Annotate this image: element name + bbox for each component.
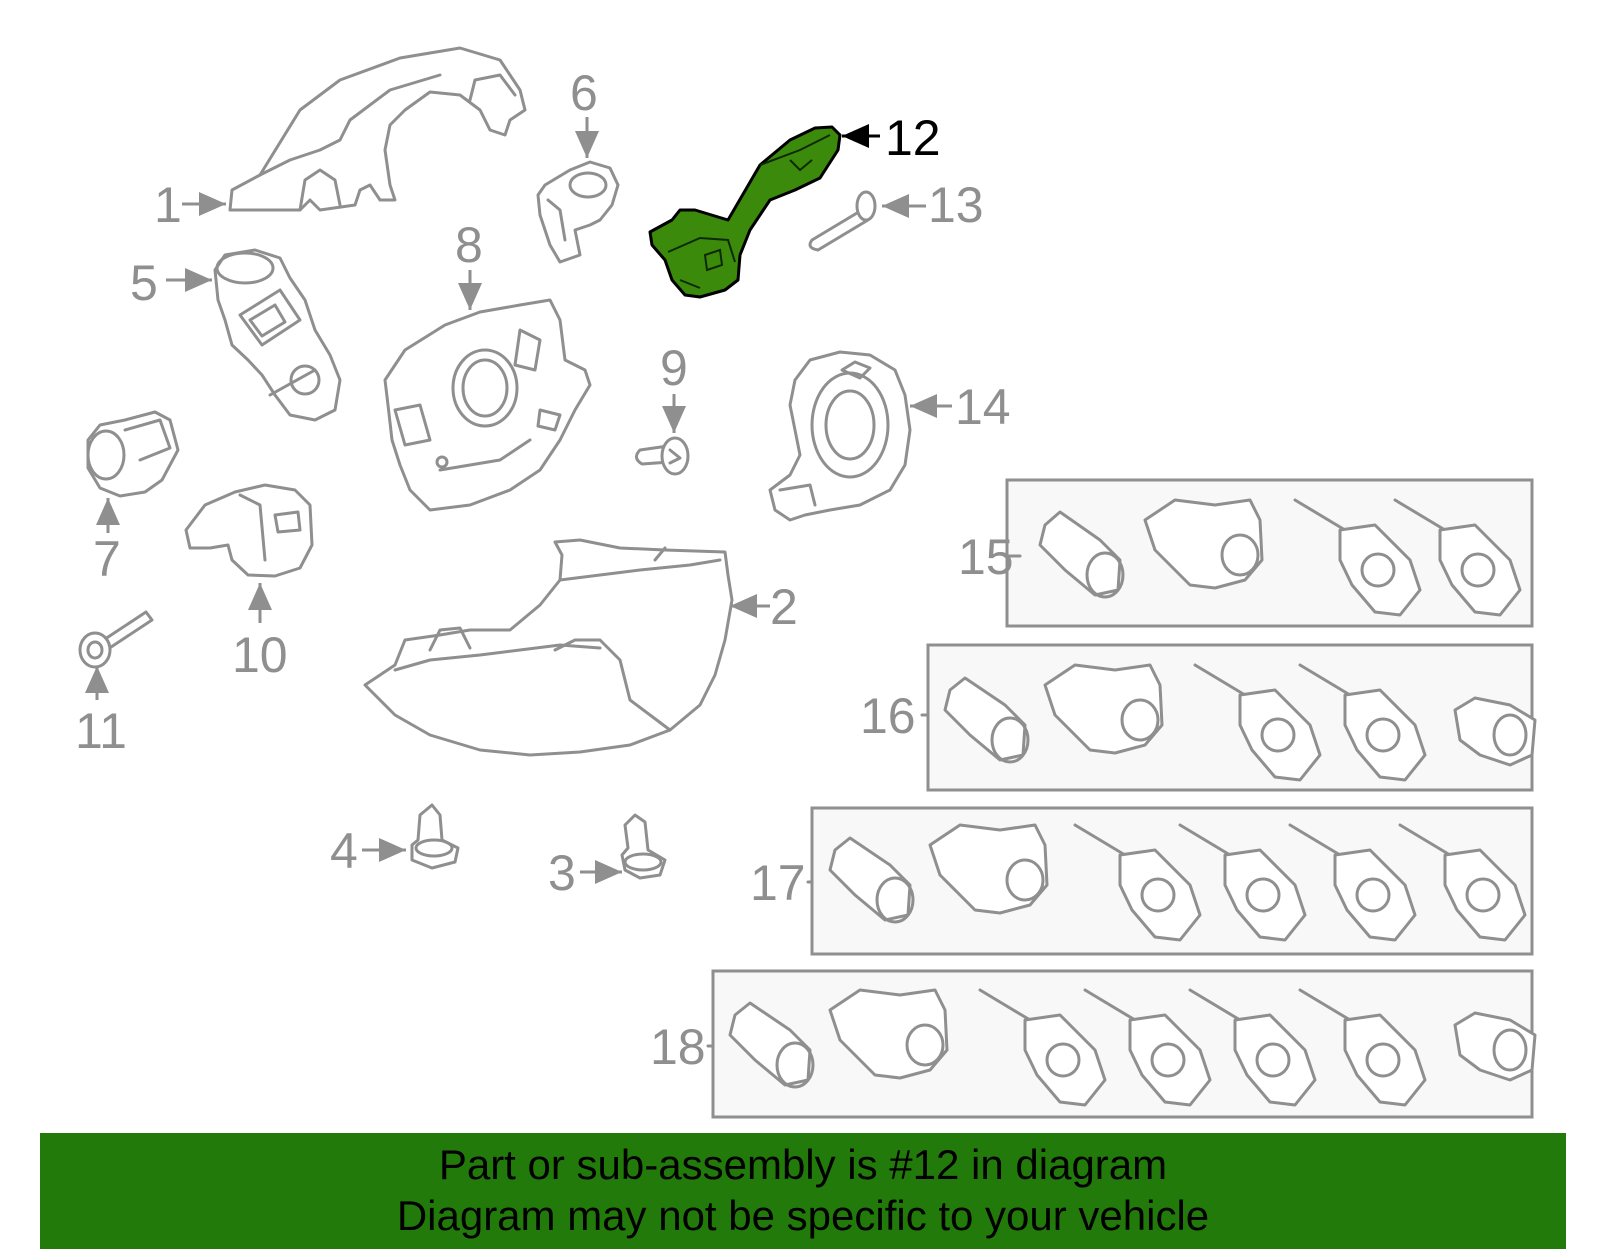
kit-16-transponder: [1453, 696, 1537, 767]
callout-9-label: 9: [660, 340, 688, 396]
kit-17-lock-housing: [928, 823, 1049, 915]
callout-3-label: 3: [548, 845, 576, 901]
kit-18-key-1: [978, 988, 1107, 1107]
kit-17-lock-set[interactable]: [810, 806, 1534, 956]
part-12-multifunction-switch[interactable]: [648, 125, 842, 299]
callout-7: 7: [93, 498, 121, 587]
callout-14: 14: [910, 379, 1011, 435]
callout-16-label: 16: [860, 688, 916, 744]
callout-13: 13: [882, 177, 984, 233]
part-11-bolt[interactable]: [78, 610, 154, 669]
callout-18-label: 18: [650, 1019, 706, 1075]
callout-4: 4: [330, 823, 406, 879]
part-13-bolt[interactable]: [808, 190, 877, 252]
callout-2: 2: [730, 579, 798, 635]
kit-15-lock-set[interactable]: [1005, 478, 1534, 628]
callout-11: 11: [75, 666, 127, 759]
kit-16-lock-housing: [1043, 663, 1164, 755]
kit-18-lock-cylinder: [728, 1001, 815, 1089]
callout-16: 16: [860, 688, 930, 744]
kit-16-lock-set[interactable]: [926, 643, 1537, 792]
kit-17-lock-cylinder: [828, 836, 915, 924]
part-8-column-housing[interactable]: [383, 298, 592, 512]
callout-17-label: 17: [750, 855, 806, 911]
part-7-switch[interactable]: [86, 410, 180, 498]
part-2-lower-shroud[interactable]: [363, 538, 734, 757]
kit-15-lock-cylinder: [1038, 510, 1125, 599]
callout-1: 1: [154, 177, 226, 233]
kit-17-key-1: [1073, 823, 1202, 942]
kit-15-lock-housing: [1143, 498, 1264, 590]
kit-15-key-1: [1293, 498, 1422, 617]
callout-12-label: 12: [885, 110, 941, 166]
part-3-clip[interactable]: [620, 813, 667, 880]
kit-17-key-3: [1288, 823, 1417, 942]
part-1-upper-shroud[interactable]: [228, 46, 527, 212]
info-banner: Part or sub-assembly is #12 in diagram D…: [40, 1133, 1566, 1249]
callout-2-label: 2: [770, 579, 798, 635]
callout-18: 18: [650, 1019, 715, 1075]
callout-12: 12: [842, 110, 941, 166]
callout-8-label: 8: [455, 217, 483, 273]
kit-18-lock-housing: [828, 988, 949, 1080]
callout-14-label: 14: [955, 379, 1011, 435]
kit-18-key-4: [1298, 988, 1427, 1107]
kit-16-key-2: [1298, 663, 1427, 782]
part-6-bracket[interactable]: [536, 160, 620, 264]
callout-3: 3: [548, 845, 622, 901]
kit-18-transponder: [1453, 1011, 1537, 1082]
callout-13-label: 13: [928, 177, 984, 233]
part-4-clip[interactable]: [410, 803, 460, 870]
kit-16-lock-cylinder: [943, 676, 1030, 764]
callout-9: 9: [660, 340, 688, 433]
banner-line-1: Part or sub-assembly is #12 in diagram: [438, 1141, 1168, 1188]
callout-4-label: 4: [330, 823, 358, 879]
part-14-clockspring[interactable]: [768, 350, 912, 522]
callout-10: 10: [232, 583, 288, 683]
callout-5-label: 5: [130, 255, 158, 311]
part-10-wiper-switch[interactable]: [184, 483, 314, 578]
kit-18-key-2: [1083, 988, 1212, 1107]
kit-18-lock-set[interactable]: [711, 969, 1537, 1119]
part-5-ignition-switch[interactable]: [213, 248, 342, 422]
callout-10-label: 10: [232, 627, 288, 683]
kit-17-key-4: [1398, 823, 1527, 942]
callout-6-label: 6: [570, 65, 598, 121]
callout-15: 15: [958, 529, 1022, 585]
callout-6: 6: [570, 65, 599, 158]
kit-15-key-2: [1393, 498, 1522, 617]
callout-7-label: 7: [93, 531, 121, 587]
callout-5: 5: [130, 255, 212, 311]
callout-17: 17: [750, 855, 814, 911]
kit-18-key-3: [1188, 988, 1317, 1107]
kit-16-key-1: [1193, 663, 1322, 782]
part-9-screw[interactable]: [635, 436, 690, 476]
callout-11-label: 11: [75, 703, 127, 759]
kit-17-key-2: [1178, 823, 1307, 942]
callout-15-label: 15: [958, 529, 1014, 585]
callout-1-label: 1: [154, 177, 182, 233]
banner-line-2: Diagram may not be specific to your vehi…: [396, 1192, 1210, 1239]
callout-8: 8: [455, 217, 483, 310]
